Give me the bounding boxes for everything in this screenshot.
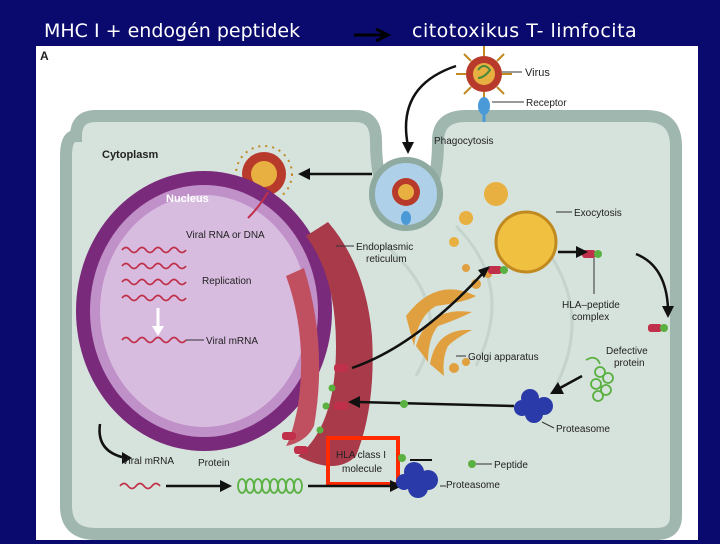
right-arrow-icon [354,28,392,42]
secretory-vesicles [449,182,558,274]
panel-letter: A [40,49,49,63]
label-virus: Virus [525,67,550,79]
slide-title-left: MHC I + endogén peptidek [44,20,301,42]
label-er-1: Endoplasmic [356,242,413,253]
label-hla-peptide-1: HLA–peptide [562,300,620,311]
viral-protein-chain [237,478,303,494]
label-nucleus: Nucleus [166,193,209,205]
cell-diagram-svg: A Virus Receptor [40,46,682,540]
label-viral-mrna-nucleus: Viral mRNA [206,336,258,347]
nucleus [76,171,332,451]
label-hla-class-2: molecule [342,464,382,475]
virus-particle-top [456,46,512,102]
hla-peptide-complex-membrane [488,250,668,332]
viral-genome-copies [121,246,187,302]
receptor [478,97,490,115]
label-hla-peptide-2: complex [572,312,609,323]
label-protein: Protein [198,458,230,469]
label-golgi: Golgi apparatus [468,352,539,363]
label-viral-rna-dna: Viral RNA or DNA [186,230,265,241]
label-hla-class-1: HLA class I [336,450,386,461]
label-proteasome-bottom: Proteasome [446,480,500,491]
hla-class-i-highlight-box [326,436,400,486]
phagocytic-vesicle [369,157,443,231]
label-defective-2: protein [614,358,645,369]
hla-molecules-er [282,364,348,454]
label-peptide: Peptide [494,460,528,471]
slide-title-right: citotoxikus T- limfocita [412,20,638,42]
label-receptor: Receptor [526,98,567,109]
label-viral-mrna-cyto: Viral mRNA [122,456,174,467]
label-proteasome-right: Proteasome [556,424,610,435]
label-replication: Replication [202,276,251,287]
label-cytoplasm: Cytoplasm [102,149,158,161]
label-phagocytosis: Phagocytosis [434,136,493,147]
label-er-2: reticulum [366,254,407,265]
proteasome-right [514,389,553,423]
defective-protein [585,356,614,402]
cell-diagram: A Virus Receptor [36,46,698,540]
slide-title: MHC I + endogén peptidek citotoxikus T- … [0,0,720,46]
label-defective-1: Defective [606,346,648,357]
peptide-bottom [398,454,406,462]
proteasome-bottom [396,462,438,498]
label-exocytosis: Exocytosis [574,208,622,219]
viral-mrna-strand [119,482,161,490]
